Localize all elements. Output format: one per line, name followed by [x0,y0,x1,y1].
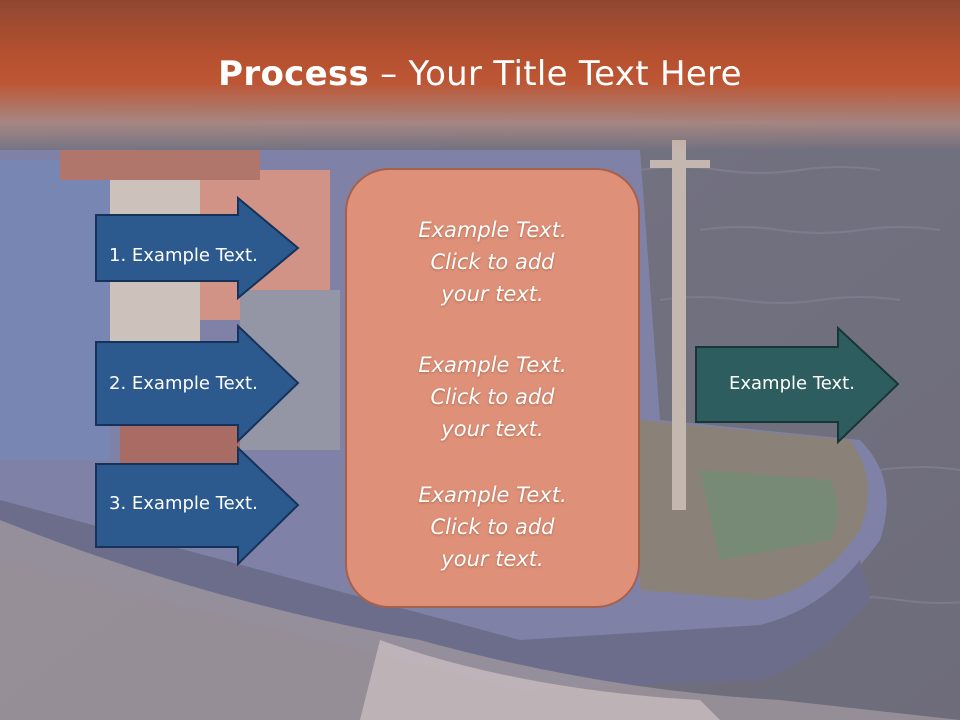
process-step-arrow-3[interactable]: 3. Example Text. [95,445,300,567]
process-step-label: 2. Example Text. [109,373,258,394]
title-rest: – Your Title Text Here [369,54,742,94]
center-text-box[interactable]: Example Text. Click to add your text. Ex… [345,168,640,608]
slide-title[interactable]: Process – Your Title Text Here [0,52,960,96]
center-text-1: Example Text. Click to add your text. [418,218,567,306]
center-text-3: Example Text. Click to add your text. [418,483,567,571]
process-step-label: 3. Example Text. [109,493,258,514]
result-arrow[interactable]: Example Text. [695,325,900,445]
process-step-label: 1. Example Text. [109,245,258,266]
title-bold: Process [218,54,370,94]
process-step-arrow-2[interactable]: 2. Example Text. [95,323,300,444]
result-label: Example Text. [729,373,855,394]
title-band [0,0,960,150]
center-text-2: Example Text. Click to add your text. [418,353,567,441]
process-step-arrow-1[interactable]: 1. Example Text. [95,195,300,301]
